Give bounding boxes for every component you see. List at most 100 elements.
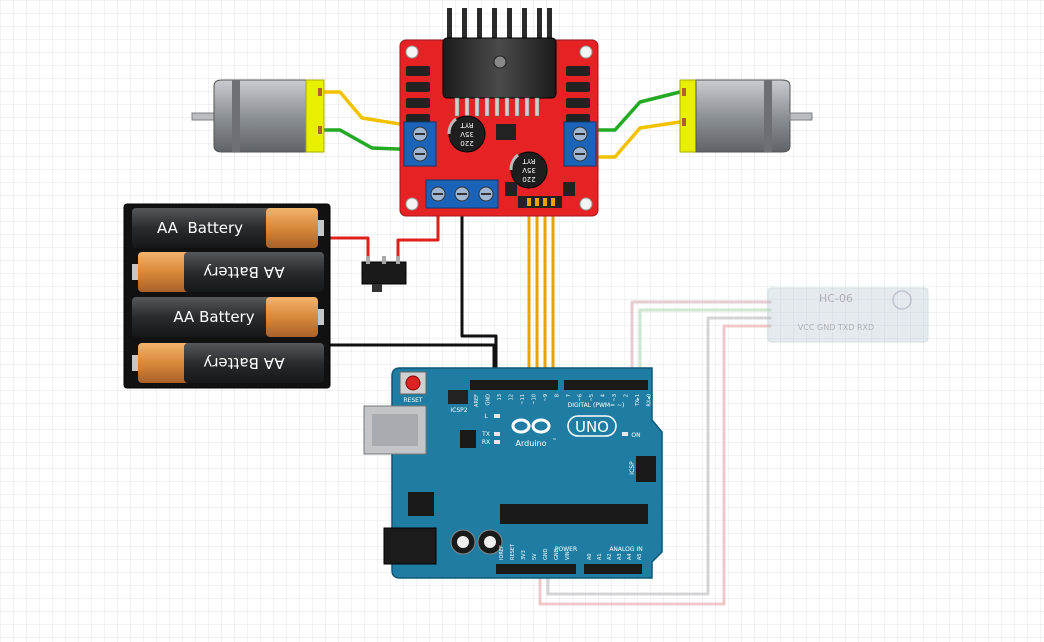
capacitor-1-brand: RYT <box>460 121 474 129</box>
power-header <box>496 564 576 574</box>
pin-label: ~6 <box>578 394 584 401</box>
pin-label: A5 <box>637 553 643 560</box>
battery-cell-2-label: AA Battery <box>203 263 284 281</box>
barrel-jack <box>383 527 437 565</box>
digital-header-right <box>564 380 648 390</box>
pin-label: 12 <box>509 394 515 400</box>
arduino-logo-tm: ™ <box>552 438 557 444</box>
wire-bt-vcc <box>630 300 772 382</box>
analog-header <box>584 564 642 574</box>
pin-label: ~11 <box>520 394 526 405</box>
arduino-logo-icon <box>511 418 551 434</box>
led-tx-label: TX <box>481 431 490 438</box>
pin-label: GND <box>543 548 549 560</box>
capacitor-2-value: 220 <box>522 175 535 183</box>
analog-pin-labels: A0 A1 A2 A3 A4 A5 <box>587 553 643 560</box>
pin-label: VIN <box>565 551 571 560</box>
capacitor-1: 220 35V RYT <box>447 115 486 153</box>
digital-header-left <box>470 380 558 390</box>
wire-left-motor-green <box>316 128 427 152</box>
battery-holder <box>123 203 331 389</box>
icsp-label: ICSP <box>629 461 636 475</box>
pin-label: A1 <box>597 553 603 560</box>
power-label: POWER <box>555 546 577 553</box>
led-l-label: L <box>484 413 488 420</box>
analog-label: ANALOG IN <box>609 546 642 553</box>
right-motor <box>679 79 813 153</box>
pin-label: 2 <box>624 394 630 397</box>
digital-label: DIGITAL (PWM= ~) <box>568 402 625 409</box>
wire-switch-red <box>396 198 440 264</box>
wire-left-motor-yellow <box>316 90 427 130</box>
left-motor-body <box>213 79 309 153</box>
power-pin-labels: IOREF RESET 3V3 5V GND GND VIN <box>499 543 571 560</box>
led-on-label: ON <box>631 432 640 439</box>
pin-label: A0 <box>587 553 593 560</box>
left-motor <box>191 79 325 153</box>
led-rx-label: RX <box>482 439 490 446</box>
pin-label: A2 <box>607 553 613 560</box>
wire-bt-tx <box>638 308 772 382</box>
pin-label: A3 <box>617 553 623 560</box>
bluetooth-pins: VCC GND TXD RXD <box>798 323 874 332</box>
capacitor-2: 220 35V RYT <box>509 151 548 189</box>
battery-cell-4: AA Battery <box>132 343 324 383</box>
l298n-driver: 220 35V RYT 220 35V RYT <box>399 8 599 217</box>
pin-label: 8 <box>555 394 561 397</box>
pin-label: AREF <box>474 394 480 407</box>
battery-cell-4-label: AA Battery <box>203 354 284 372</box>
reset-label: RESET <box>403 397 423 404</box>
atmega-chip <box>500 504 648 524</box>
top-pin-labels: AREF GND 13 12 ~11 ~10 ~9 8 7 ~6 ~5 4 ~3 2 TX▸1 RX◂0 <box>474 394 653 407</box>
arduino-board <box>391 367 663 579</box>
icsp-header <box>636 456 656 482</box>
wires <box>316 90 772 606</box>
battery-pack: AA Battery AA Battery AA Battery AA Batt… <box>123 203 331 389</box>
capacitor-2-brand: RYT <box>522 157 536 165</box>
pin-label: TX▸1 <box>635 394 641 407</box>
pin-label: RX◂0 <box>647 394 653 407</box>
pin-label: RESET <box>510 543 516 560</box>
battery-cell-2: AA Battery <box>132 252 324 292</box>
battery-cell-3: AA Battery <box>132 297 324 337</box>
arduino-logo-text: Arduino <box>516 439 547 448</box>
wire-battery-red <box>325 236 370 264</box>
pin-label: GND <box>554 548 560 560</box>
wire-bt-5v <box>538 324 772 606</box>
heatsink <box>447 8 552 48</box>
right-motor-body <box>695 79 791 153</box>
pin-label: 13 <box>497 394 503 400</box>
pin-label: ~3 <box>612 394 618 401</box>
icsp2-label: ICSP2 <box>450 407 467 414</box>
pin-label: ~5 <box>589 394 595 401</box>
pin-label: ~9 <box>543 394 549 401</box>
capacitor-2-voltage: 35V <box>522 166 536 174</box>
pin-label: IOREF <box>499 545 505 560</box>
battery-cell-1: AA Battery <box>132 208 324 248</box>
pin-label: A4 <box>627 553 633 560</box>
pin-label: GND <box>486 394 492 406</box>
pin-label: 7 <box>566 394 572 397</box>
l298n-control-header <box>518 196 562 208</box>
pin-label: 3V3 <box>521 550 527 560</box>
wire-l298n-gnd <box>460 198 498 382</box>
bluetooth-module: HC-06 VCC GND TXD RXD <box>767 287 929 343</box>
pin-label: ~10 <box>532 394 538 405</box>
power-switch[interactable] <box>361 256 407 292</box>
capacitor-1-voltage: 35V <box>460 130 474 138</box>
pin-label: 4 <box>601 394 607 397</box>
left-motor-band <box>232 80 240 152</box>
right-motor-shaft <box>789 112 813 121</box>
left-motor-shaft <box>191 112 215 121</box>
pin-label: 5V <box>532 553 538 560</box>
battery-cell-3-label: AA Battery <box>173 308 254 326</box>
bluetooth-model: HC-06 <box>819 292 853 305</box>
wire-right-motor-green <box>581 90 682 132</box>
wire-right-motor-yellow <box>581 120 682 159</box>
capacitor-1-value: 220 <box>460 139 473 147</box>
wire-bt-gnd <box>546 316 772 596</box>
arduino-model: UNO <box>575 418 609 436</box>
battery-cell-1-label: AA Battery <box>157 219 243 237</box>
